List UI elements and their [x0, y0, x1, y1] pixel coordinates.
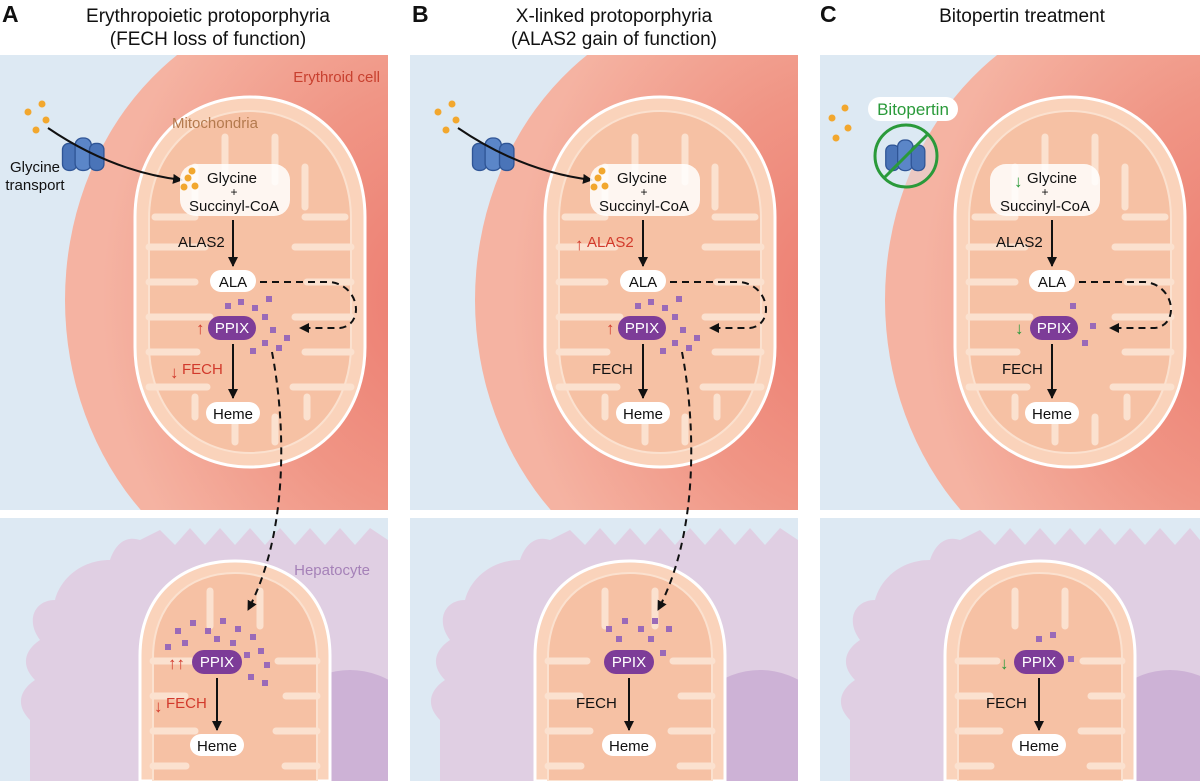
alas2-label-a: ALAS2: [178, 234, 225, 251]
ppix-label-a: PPIX: [215, 320, 249, 337]
plus-label-a: +: [230, 185, 237, 199]
panel-c-title-line1: Bitopertin treatment: [939, 6, 1106, 27]
panel-a-title-line1: Erythropoietic protoporphyria: [86, 6, 330, 27]
heme-label-a: Heme: [213, 406, 253, 423]
pathway-b-hepatocyte: PPIX FECH Heme: [576, 618, 672, 756]
pathway-a: Glycine + Succinyl-CoA ALAS2 ALA ↑ PPIX …: [170, 164, 357, 611]
glycine-transport-label-line2: transport: [5, 177, 65, 194]
ala-label-c: ALA: [1038, 274, 1066, 291]
plus-label-b: +: [640, 185, 647, 199]
fech-decrease-arrow-a-liver: ↓: [154, 697, 163, 716]
panel-a-title-line2: (FECH loss of function): [110, 29, 306, 50]
bitopertin-label: Bitopertin: [877, 100, 949, 119]
panel-b-title-line1: X-linked protoporphyria: [516, 6, 713, 27]
fech-label-c-liver: FECH: [986, 695, 1027, 712]
ppix-label-a-liver: PPIX: [200, 654, 234, 671]
glycine-dots-outside-a: [24, 100, 50, 134]
panel-a-letter: A: [2, 1, 19, 27]
mitochondria-label: Mitochondria: [172, 115, 259, 132]
glycine-label-b: Glycine: [617, 170, 667, 187]
pathway-b: Glycine + Succinyl-CoA ↑ ALAS2 ALA ↑ PPI…: [575, 164, 767, 611]
glycine-label-c: Glycine: [1027, 170, 1077, 187]
fech-label-b: FECH: [592, 361, 633, 378]
alas2-label-c: ALAS2: [996, 234, 1043, 251]
alas2-increase-arrow-b: ↑: [575, 235, 584, 254]
ppix-label-c: PPIX: [1037, 320, 1071, 337]
succinyl-label-c: Succinyl-CoA: [1000, 198, 1090, 215]
plus-label-c: +: [1041, 185, 1048, 199]
glycine-transport-label-line1: Glycine: [10, 159, 60, 176]
fech-decrease-arrow-a: ↓: [170, 363, 179, 382]
glycine-decrease-arrow-c: ↓: [1014, 172, 1023, 191]
ppix-label-c-liver: PPIX: [1022, 654, 1056, 671]
ppix-label-b-liver: PPIX: [612, 654, 646, 671]
erythroid-cell-label: Erythroid cell: [293, 69, 380, 86]
succinyl-label-b: Succinyl-CoA: [599, 198, 689, 215]
glycine-dots-outside-b: [434, 100, 460, 134]
glycine-import-arrow-b: [457, 127, 593, 184]
heme-label-c-liver: Heme: [1019, 738, 1059, 755]
succinyl-label-a: Succinyl-CoA: [189, 198, 279, 215]
panel-b-letter: B: [412, 1, 429, 27]
bitopertin-inhibition: Bitopertin: [868, 97, 958, 189]
ala-label-b: ALA: [629, 274, 657, 291]
heme-label-b: Heme: [623, 406, 663, 423]
fech-label-a-liver: FECH: [166, 695, 207, 712]
ppix-decrease-arrow-c-liver: ↓: [1000, 654, 1009, 673]
heme-label-a-liver: Heme: [197, 738, 237, 755]
ppix-increase-arrow-a: ↑: [196, 319, 205, 338]
heme-label-c: Heme: [1032, 406, 1072, 423]
pathway-c: ↓ Glycine + Succinyl-CoA ALAS2 ALA ↓ PPI…: [990, 164, 1172, 424]
ppix-increase-arrow-b: ↑: [606, 319, 615, 338]
ppix-decrease-arrow-c: ↓: [1015, 319, 1024, 338]
panel-b-title-line2: (ALAS2 gain of function): [511, 29, 717, 50]
fech-label-a: FECH: [182, 361, 223, 378]
glycine-transporter-a: [61, 137, 105, 172]
hepatocyte-label: Hepatocyte: [294, 562, 370, 579]
glycine-dots-outside-c: [828, 104, 852, 142]
pathway-a-hepatocyte: ↑↑ PPIX ↓ FECH Heme: [154, 618, 270, 756]
fech-label-c: FECH: [1002, 361, 1043, 378]
panel-c-letter: C: [820, 1, 837, 27]
glycine-import-arrow-a: [47, 127, 183, 184]
ala-label-a: ALA: [219, 274, 247, 291]
ppix-label-b: PPIX: [625, 320, 659, 337]
heme-label-b-liver: Heme: [609, 738, 649, 755]
glycine-label-a: Glycine: [207, 170, 257, 187]
ppix-double-increase-arrow-a: ↑↑: [168, 654, 185, 673]
pathway-c-hepatocyte: ↓ PPIX FECH Heme: [986, 632, 1074, 756]
alas2-label-b: ALAS2: [587, 234, 634, 251]
glycine-transporter-b: [471, 137, 515, 172]
fech-label-b-liver: FECH: [576, 695, 617, 712]
